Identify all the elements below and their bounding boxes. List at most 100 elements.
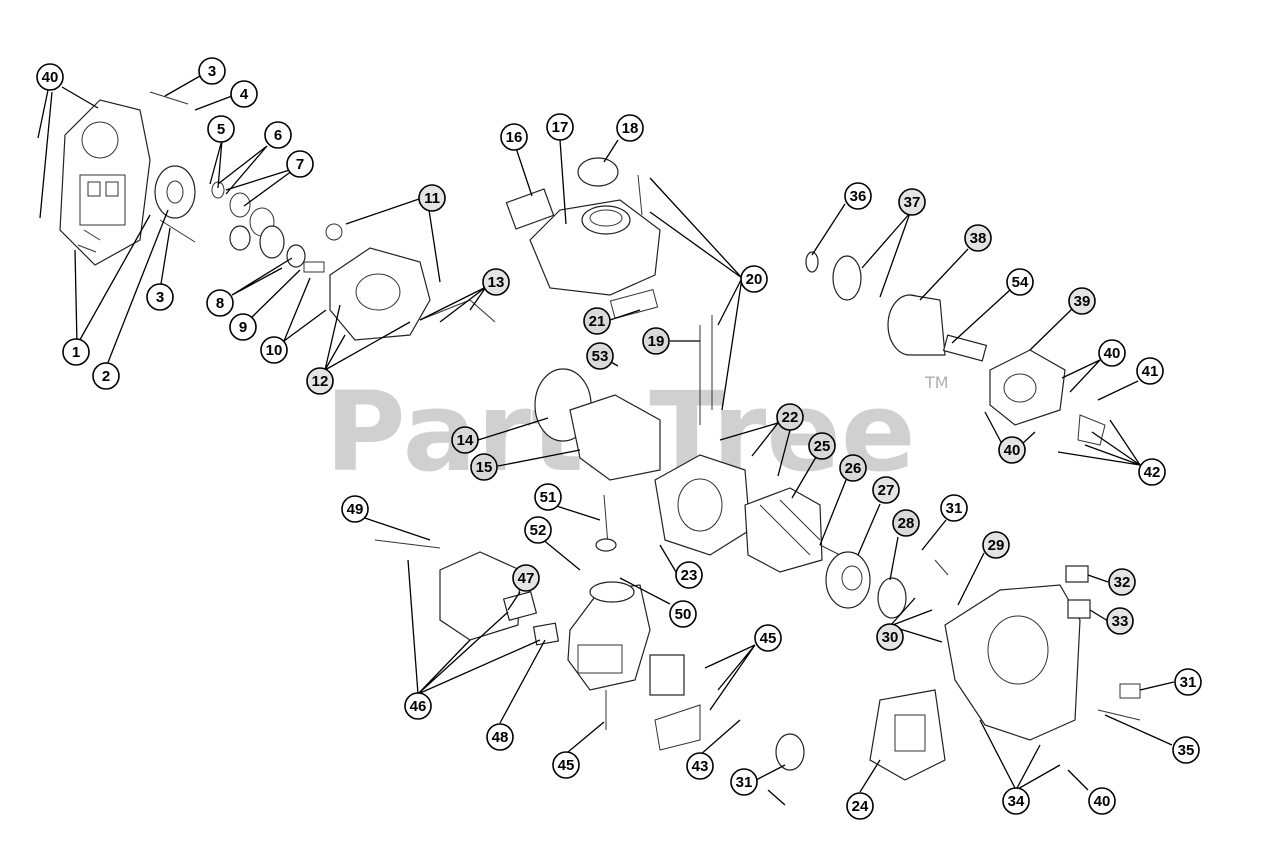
callout-23[interactable]: 23	[675, 561, 703, 589]
callout-34[interactable]: 34	[1002, 787, 1030, 815]
callout-35[interactable]: 35	[1172, 736, 1200, 764]
callout-40c[interactable]: 40	[998, 436, 1026, 464]
svg-text:17: 17	[552, 119, 569, 136]
callout-1[interactable]: 1	[62, 338, 90, 366]
callout-33[interactable]: 33	[1106, 607, 1134, 635]
callout-18[interactable]: 18	[616, 114, 644, 142]
callout-6[interactable]: 6	[264, 121, 292, 149]
svg-text:20: 20	[746, 271, 763, 288]
svg-text:12: 12	[312, 373, 329, 390]
callout-2[interactable]: 2	[92, 362, 120, 390]
fan-housing-part	[59, 99, 151, 266]
callout-8[interactable]: 8	[206, 289, 234, 317]
svg-text:15: 15	[476, 459, 493, 476]
svg-text:45: 45	[558, 757, 575, 774]
svg-text:42: 42	[1144, 464, 1161, 481]
fuel-line-part	[699, 315, 713, 425]
callout-49[interactable]: 49	[341, 495, 369, 523]
callout-22[interactable]: 22	[776, 403, 804, 431]
callout-11[interactable]: 11	[418, 184, 446, 212]
callout-7[interactable]: 7	[286, 150, 314, 178]
callout-17[interactable]: 17	[546, 113, 574, 141]
cylinder-block-part	[654, 454, 851, 573]
svg-text:41: 41	[1142, 363, 1159, 380]
screw-3b-part	[159, 219, 196, 243]
callout-50[interactable]: 50	[669, 600, 697, 628]
callout-39[interactable]: 39	[1068, 287, 1096, 315]
callout-42[interactable]: 42	[1138, 458, 1166, 486]
starter-cover-part	[534, 368, 661, 481]
svg-text:29: 29	[988, 537, 1005, 554]
callout-46[interactable]: 46	[404, 692, 432, 720]
callout-21[interactable]: 21	[583, 307, 611, 335]
callout-47[interactable]: 47	[512, 564, 540, 592]
callout-45a[interactable]: 45	[754, 624, 782, 652]
callout-53[interactable]: 53	[586, 342, 614, 370]
svg-text:28: 28	[898, 515, 915, 532]
callout-28[interactable]: 28	[892, 509, 920, 537]
callout-bubbles: 40 3 4 5 6 7 3 1 2 8 9 10 11 12 13 16 17…	[36, 57, 1202, 820]
svg-text:3: 3	[208, 63, 216, 80]
svg-text:9: 9	[239, 319, 247, 336]
svg-text:40: 40	[42, 69, 59, 86]
callout-5[interactable]: 5	[207, 115, 235, 143]
callout-16[interactable]: 16	[500, 123, 528, 151]
callout-45b[interactable]: 45	[552, 751, 580, 779]
callout-38[interactable]: 38	[964, 224, 992, 252]
callout-4[interactable]: 4	[230, 80, 258, 108]
svg-text:34: 34	[1008, 793, 1025, 810]
callout-19[interactable]: 19	[642, 327, 670, 355]
callout-30[interactable]: 30	[876, 623, 904, 651]
callout-3a[interactable]: 3	[198, 57, 226, 85]
callout-27[interactable]: 27	[872, 476, 900, 504]
callout-12[interactable]: 12	[306, 367, 334, 395]
callout-41[interactable]: 41	[1136, 357, 1164, 385]
svg-text:40: 40	[1004, 442, 1021, 459]
callout-24[interactable]: 24	[846, 792, 874, 820]
svg-text:43: 43	[692, 758, 709, 775]
callout-36[interactable]: 36	[844, 182, 872, 210]
callout-20[interactable]: 20	[740, 265, 768, 293]
callout-43[interactable]: 43	[686, 752, 714, 780]
callout-54[interactable]: 54	[1006, 268, 1034, 296]
callout-40b[interactable]: 40	[1098, 339, 1126, 367]
callout-13[interactable]: 13	[482, 268, 510, 296]
svg-text:26: 26	[845, 460, 862, 477]
callout-10[interactable]: 10	[260, 336, 288, 364]
svg-text:40: 40	[1104, 345, 1121, 362]
svg-text:7: 7	[296, 156, 304, 173]
callout-32[interactable]: 32	[1108, 568, 1136, 596]
svg-text:49: 49	[347, 501, 364, 518]
callout-15[interactable]: 15	[470, 453, 498, 481]
callout-37[interactable]: 37	[898, 188, 926, 216]
callout-31b[interactable]: 31	[1174, 668, 1202, 696]
callout-40d[interactable]: 40	[1088, 787, 1116, 815]
svg-text:4: 4	[240, 86, 249, 103]
callout-31a[interactable]: 31	[940, 494, 968, 522]
svg-text:2: 2	[102, 368, 110, 385]
callout-26[interactable]: 26	[839, 454, 867, 482]
fuel-tank-part	[505, 157, 661, 319]
callout-25[interactable]: 25	[808, 432, 836, 460]
svg-text:23: 23	[681, 567, 698, 584]
callout-51[interactable]: 51	[534, 483, 562, 511]
callout-31c[interactable]: 31	[730, 768, 758, 796]
watermark-trademark: TM	[924, 373, 949, 392]
callout-9[interactable]: 9	[229, 313, 257, 341]
svg-text:14: 14	[457, 432, 474, 449]
callout-40a[interactable]: 40	[36, 63, 64, 91]
callout-29[interactable]: 29	[982, 531, 1010, 559]
callout-52[interactable]: 52	[524, 516, 552, 544]
crankcase-part	[325, 223, 496, 341]
callout-14[interactable]: 14	[451, 426, 479, 454]
callout-3b[interactable]: 3	[146, 283, 174, 311]
callout-48[interactable]: 48	[486, 723, 514, 751]
svg-text:10: 10	[266, 342, 283, 359]
carburetor-part	[567, 494, 805, 771]
svg-text:45: 45	[760, 630, 777, 647]
air-filter-part	[374, 539, 560, 646]
svg-text:40: 40	[1094, 793, 1111, 810]
screw-3-part	[149, 91, 189, 105]
svg-text:36: 36	[850, 188, 867, 205]
